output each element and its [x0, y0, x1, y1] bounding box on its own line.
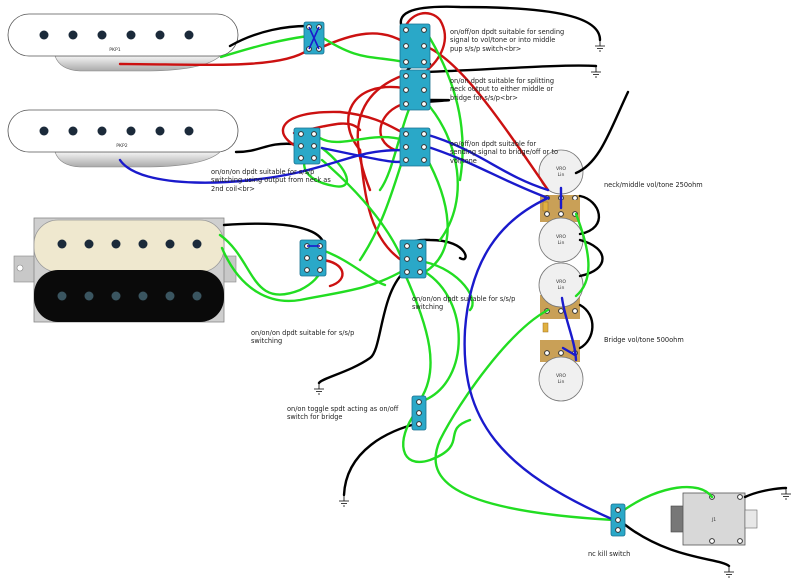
jack-label: J1 [711, 517, 716, 523]
tone-capacitor-bridge [542, 322, 549, 333]
svg-text:Lin: Lin [558, 285, 565, 291]
pot-bridge-volume: VRO Lin [538, 262, 584, 319]
svg-text:VRO: VRO [556, 166, 566, 172]
label-dpdt-ssp-left: on/on/on dpdt suitable for s/s/p switchi… [211, 168, 331, 193]
svg-text:VRO: VRO [556, 234, 566, 240]
output-jack: J1 [670, 492, 758, 546]
switch-dpdt-bridge[interactable] [399, 127, 431, 167]
humbucker-pickup [13, 217, 237, 323]
label-dpdt-ssp-middle: on/on/on dpdt suitable for s/s/p switchi… [412, 295, 516, 312]
svg-text:Lin: Lin [558, 379, 565, 385]
label-bridge-pots: Bridge vol/tone 500ohm [604, 336, 684, 344]
label-dpdt-bridge: on/off/on dpdt suitable for sending sign… [450, 140, 558, 165]
label-dpdt-split: on/on dpdt suitable for splitting neck o… [450, 77, 555, 102]
label-kill-switch: nc kill switch [588, 550, 631, 558]
blue-wires [118, 132, 616, 522]
toggle-spdt[interactable] [411, 395, 427, 431]
green-wires [218, 28, 714, 522]
pickup-pkp2: PKP2 [7, 109, 239, 168]
pot-neck-tone: VRO Lin [538, 200, 584, 263]
svg-text:VRO: VRO [556, 279, 566, 285]
switch-dpdt-ssp-humbucker[interactable] [299, 239, 327, 277]
pkp1-label: PKP1 [109, 47, 121, 53]
pkp2-label: PKP2 [116, 143, 128, 149]
switch-dpdt-ssp-left[interactable] [293, 127, 321, 165]
pickup-pkp1: PKP1 [7, 13, 239, 72]
kill-switch[interactable] [610, 503, 626, 537]
switch-dpdt-ssp-middle[interactable] [399, 239, 427, 279]
svg-text:VRO: VRO [556, 373, 566, 379]
label-neck-middle-pots: neck/middle vol/tone 250ohm [604, 181, 703, 189]
svg-text:Lin: Lin [558, 172, 565, 178]
tone-capacitor-neck [542, 201, 549, 212]
label-toggle-spdt: on/on toggle spdt acting as on/off switc… [287, 405, 399, 422]
svg-text:Lin: Lin [558, 240, 565, 246]
label-dpdt-top: on/off/on dpdt suitable for sending sign… [450, 28, 565, 53]
label-dpdt-ssp-bottom: on/on/on dpdt suitable for s/s/p switchi… [251, 329, 355, 346]
switch-dpdt-split[interactable] [399, 69, 431, 111]
switch-dpdt-on-off-on-top[interactable] [399, 23, 431, 69]
switch-dpdt-top-left[interactable] [303, 21, 325, 55]
pot-bridge-tone: VRO Lin [538, 340, 584, 402]
ground-symbols [314, 40, 791, 578]
